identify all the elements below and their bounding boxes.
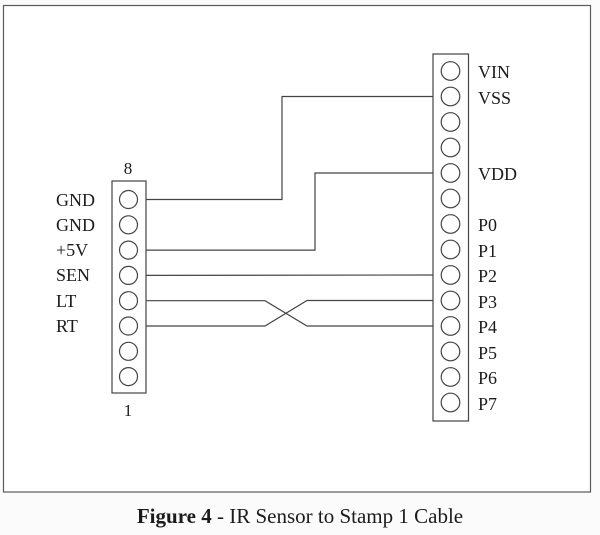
left-pin-6-5v <box>118 240 139 260</box>
left-connector-pin1-marker: 1 <box>123 401 133 420</box>
right-pin-label-vdd: VDD <box>478 164 517 184</box>
left-pin-8-gnd <box>118 189 139 210</box>
right-pin-p3 <box>440 290 461 311</box>
right-pin-label-p5: P5 <box>478 342 498 363</box>
right-pin-vss <box>440 86 461 107</box>
right-pin-label-p3: P3 <box>478 291 498 312</box>
right-pin-p7 <box>440 392 461 413</box>
right-pin-nc3 <box>440 188 461 209</box>
right-pin-label-vss: VSS <box>478 87 512 108</box>
right-pin-nc1 <box>440 112 461 132</box>
left-pin-5-sen <box>118 265 139 285</box>
figure-caption-label: Figure 4 <box>136 504 212 528</box>
right-pin-p4 <box>440 316 461 336</box>
left-pin-label-blank-2 <box>56 367 110 387</box>
right-pin-label-vin: VIN <box>478 62 510 82</box>
left-pin-label-sen: SEN <box>56 265 91 286</box>
left-pin-7-gnd <box>118 215 139 235</box>
left-pin-label-gnd-1: GND <box>56 189 95 210</box>
left-connector-body <box>111 180 147 394</box>
right-pin-label-blank-2 <box>478 139 548 159</box>
right-pin-p6 <box>440 367 461 387</box>
wire-rt-to-p3 <box>137 299 442 327</box>
right-pin-label-p2: P2 <box>478 266 498 286</box>
right-pin-vdd <box>440 163 461 183</box>
right-pin-p0 <box>440 214 461 234</box>
right-pin-vin <box>440 61 461 81</box>
right-pin-p5 <box>440 341 461 362</box>
right-pin-label-p1: P1 <box>478 240 498 261</box>
left-pin-label-lt: LT <box>56 290 77 311</box>
left-pin-label-gnd-2: GND <box>56 214 95 235</box>
left-pin-label-blank-1 <box>56 341 110 361</box>
right-pin-nc2 <box>440 137 461 158</box>
figure-caption: Figure 4 - IR Sensor to Stamp 1 Cable <box>0 504 600 529</box>
left-pin-4-lt <box>118 291 139 311</box>
left-pin-1 <box>118 367 139 387</box>
figure-border <box>2 4 592 493</box>
wire-5v-to-vdd <box>137 172 442 251</box>
wire-group <box>137 95 442 327</box>
right-connector-body <box>432 53 470 422</box>
right-pin-group <box>440 61 461 413</box>
right-pin-label-p6: P6 <box>478 368 498 388</box>
wire-gnd-to-vss <box>137 95 442 201</box>
right-pin-label-p7: P7 <box>478 393 498 414</box>
right-pin-label-p4: P4 <box>478 317 498 337</box>
left-pin-group <box>118 189 139 387</box>
right-pin-p2 <box>440 265 461 285</box>
right-pin-p1 <box>440 239 461 260</box>
left-connector-pin8-marker: 8 <box>123 159 133 178</box>
left-pin-label-5v: +5V <box>56 240 89 261</box>
right-pin-label-p0: P0 <box>478 215 498 235</box>
left-pin-2 <box>118 341 139 361</box>
left-pin-label-rt: RT <box>56 316 78 336</box>
right-pin-label-blank-1 <box>478 113 548 133</box>
right-pin-label-blank-3 <box>478 190 548 210</box>
figure-caption-title: - IR Sensor to Stamp 1 Cable <box>211 504 464 528</box>
left-pin-3-rt <box>118 316 139 336</box>
